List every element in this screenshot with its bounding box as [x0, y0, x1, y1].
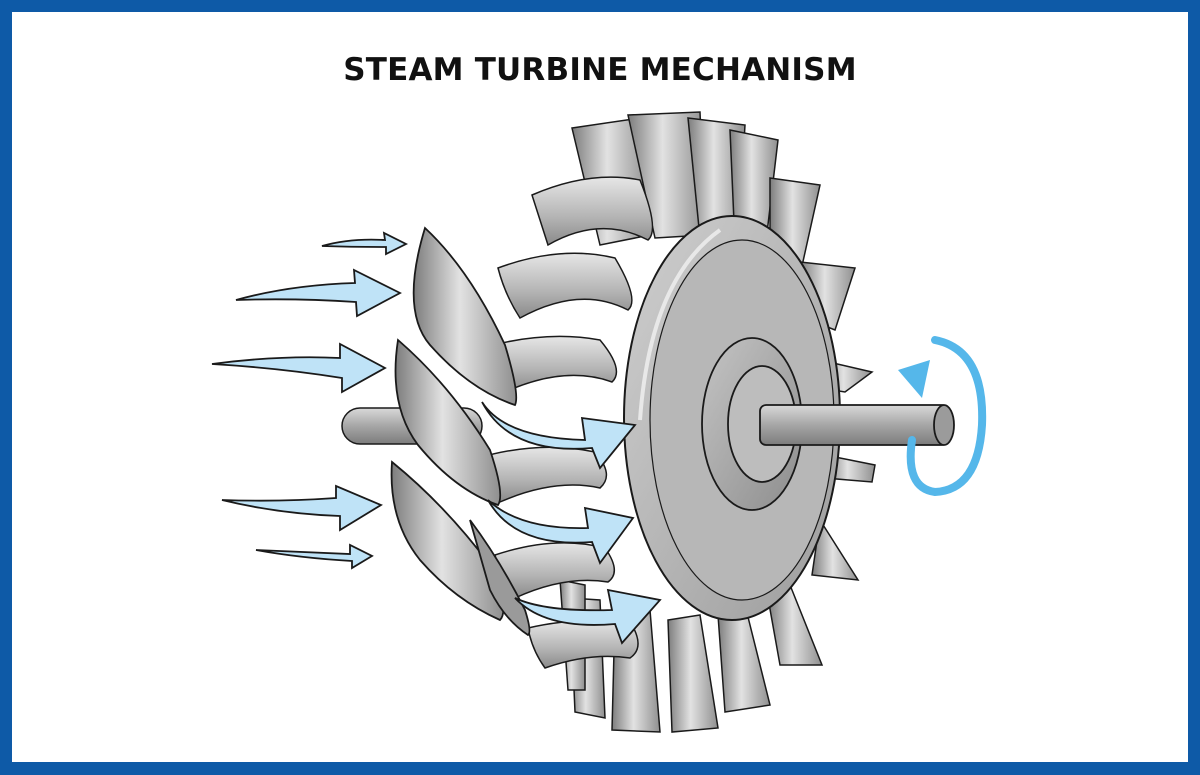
steam-arrow-icon [514, 588, 662, 645]
output-shaft [759, 404, 955, 446]
steam-arrow-icon [221, 484, 383, 532]
steam-arrows-through-blades [481, 401, 662, 645]
steam-arrow-icon [211, 342, 387, 394]
steam-arrow-icon [481, 401, 637, 470]
diagram-title: STEAM TURBINE MECHANISM [343, 52, 857, 88]
curved-rotor-blades [477, 176, 654, 669]
steam-arrow-icon [487, 499, 635, 565]
rotation-arrow-icon [898, 336, 987, 497]
steam-arrow-icon [321, 231, 409, 256]
stator-vanes [390, 226, 531, 637]
steam-arrows-incoming [211, 231, 409, 570]
steam-arrow-icon [255, 543, 374, 570]
steam-arrow-icon [235, 268, 402, 318]
